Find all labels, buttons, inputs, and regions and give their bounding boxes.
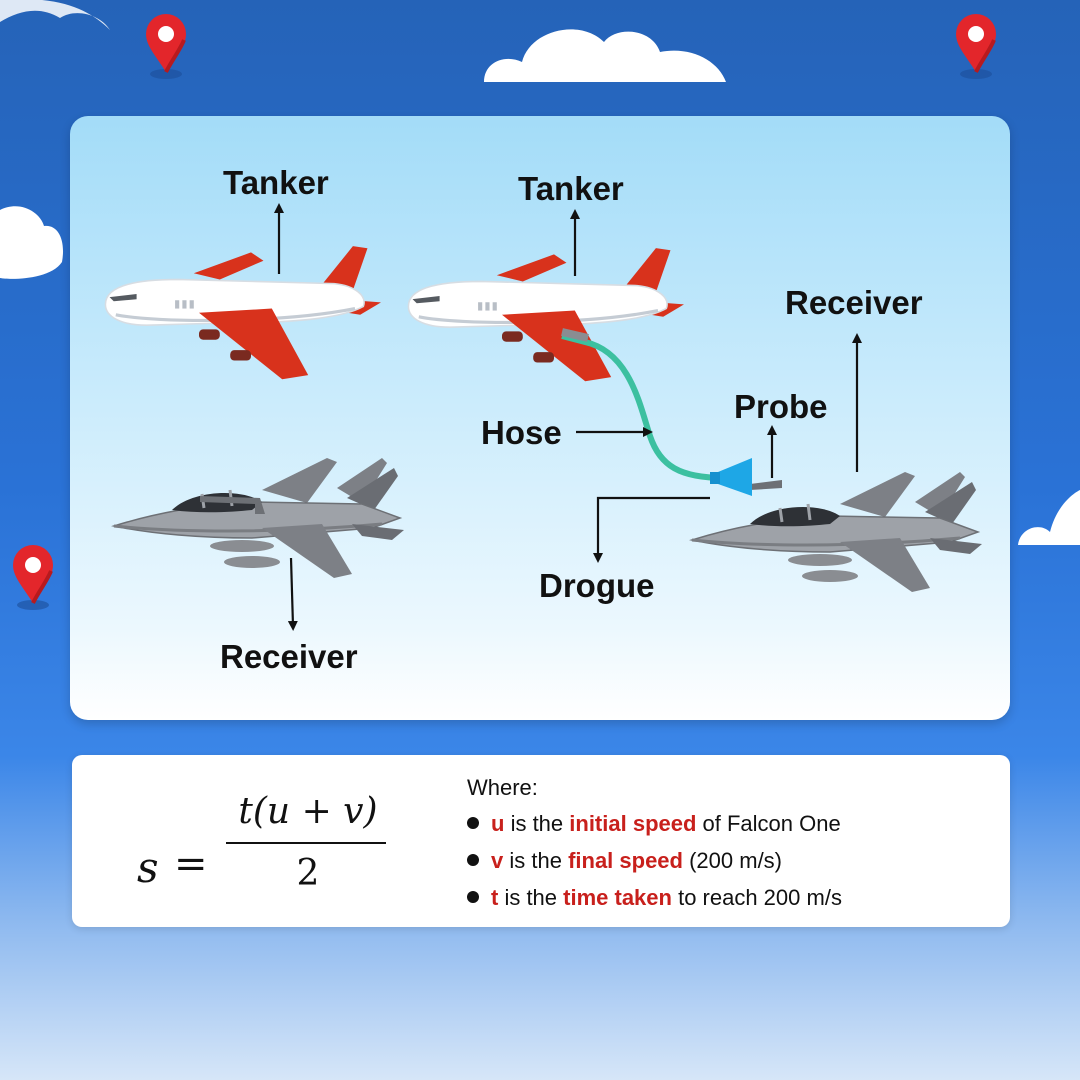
variable-text: is the [498, 885, 564, 910]
variable-highlight: initial speed [569, 811, 697, 836]
bullet-icon [467, 817, 479, 829]
bullet-icon [467, 891, 479, 903]
formula-numerator: t(u + v) [238, 791, 378, 832]
arrow-drogue [593, 496, 710, 563]
label-hose: Hose [481, 414, 562, 451]
where-heading: Where: [467, 775, 538, 800]
location-pin-icon [954, 12, 998, 81]
variable-text: is the [504, 811, 570, 836]
refuel-probe-right [750, 480, 782, 490]
label-receiver-right: Receiver [785, 284, 923, 321]
variable-text: (200 m/s) [682, 848, 783, 873]
list-item: t is the time taken to reach 200 m/s [467, 885, 842, 922]
location-pin-icon [11, 543, 55, 612]
list-item: u is the initial speed of Falcon One [467, 811, 842, 848]
label-tanker-right: Tanker [518, 170, 624, 207]
variable-name: u [491, 811, 505, 836]
cloud-icon [0, 206, 64, 279]
refueling-diagram [103, 203, 984, 631]
variable-highlight: time taken [563, 885, 672, 910]
location-pin-icon [144, 12, 188, 81]
cloud-icon [484, 29, 726, 82]
label-receiver-left: Receiver [220, 638, 358, 675]
receiver-jet-left [112, 456, 406, 580]
variable-text: of Falcon One [696, 811, 841, 836]
arrow-receiver-left [287, 557, 298, 631]
variable-text: is the [503, 848, 569, 873]
tanker-aircraft-left [103, 244, 383, 381]
hose-nozzle [561, 328, 589, 342]
cloud-icon [0, 0, 110, 30]
drogue-basket [718, 458, 752, 496]
cloud-icon [1018, 490, 1080, 545]
variable-list: u is the initial speed of Falcon One v i… [467, 811, 842, 922]
label-tanker-left: Tanker [223, 164, 329, 201]
variable-name: v [491, 848, 504, 873]
fraction-bar [226, 842, 386, 844]
drogue-coupling [710, 472, 720, 484]
variable-text: to reach 200 m/s [671, 885, 842, 910]
formula-lhs: s [137, 843, 159, 892]
tanker-aircraft-right [406, 246, 686, 383]
bullet-icon [467, 854, 479, 866]
variable-name: t [491, 885, 499, 910]
formula-equals: = [174, 841, 208, 887]
variable-highlight: final speed [568, 848, 683, 873]
formula-denominator: 2 [296, 853, 320, 894]
diagram-card: Tanker Tanker Receiver Receiver Probe Ho… [70, 116, 1010, 720]
label-probe: Probe [734, 388, 828, 425]
list-item: v is the final speed (200 m/s) [467, 848, 842, 885]
formula-card: s = t(u + v) 2 Where: u is the initial s… [72, 755, 1010, 927]
label-drogue: Drogue [539, 567, 655, 604]
distance-formula: s = t(u + v) 2 [132, 791, 392, 901]
refuel-probe-left [200, 496, 265, 514]
